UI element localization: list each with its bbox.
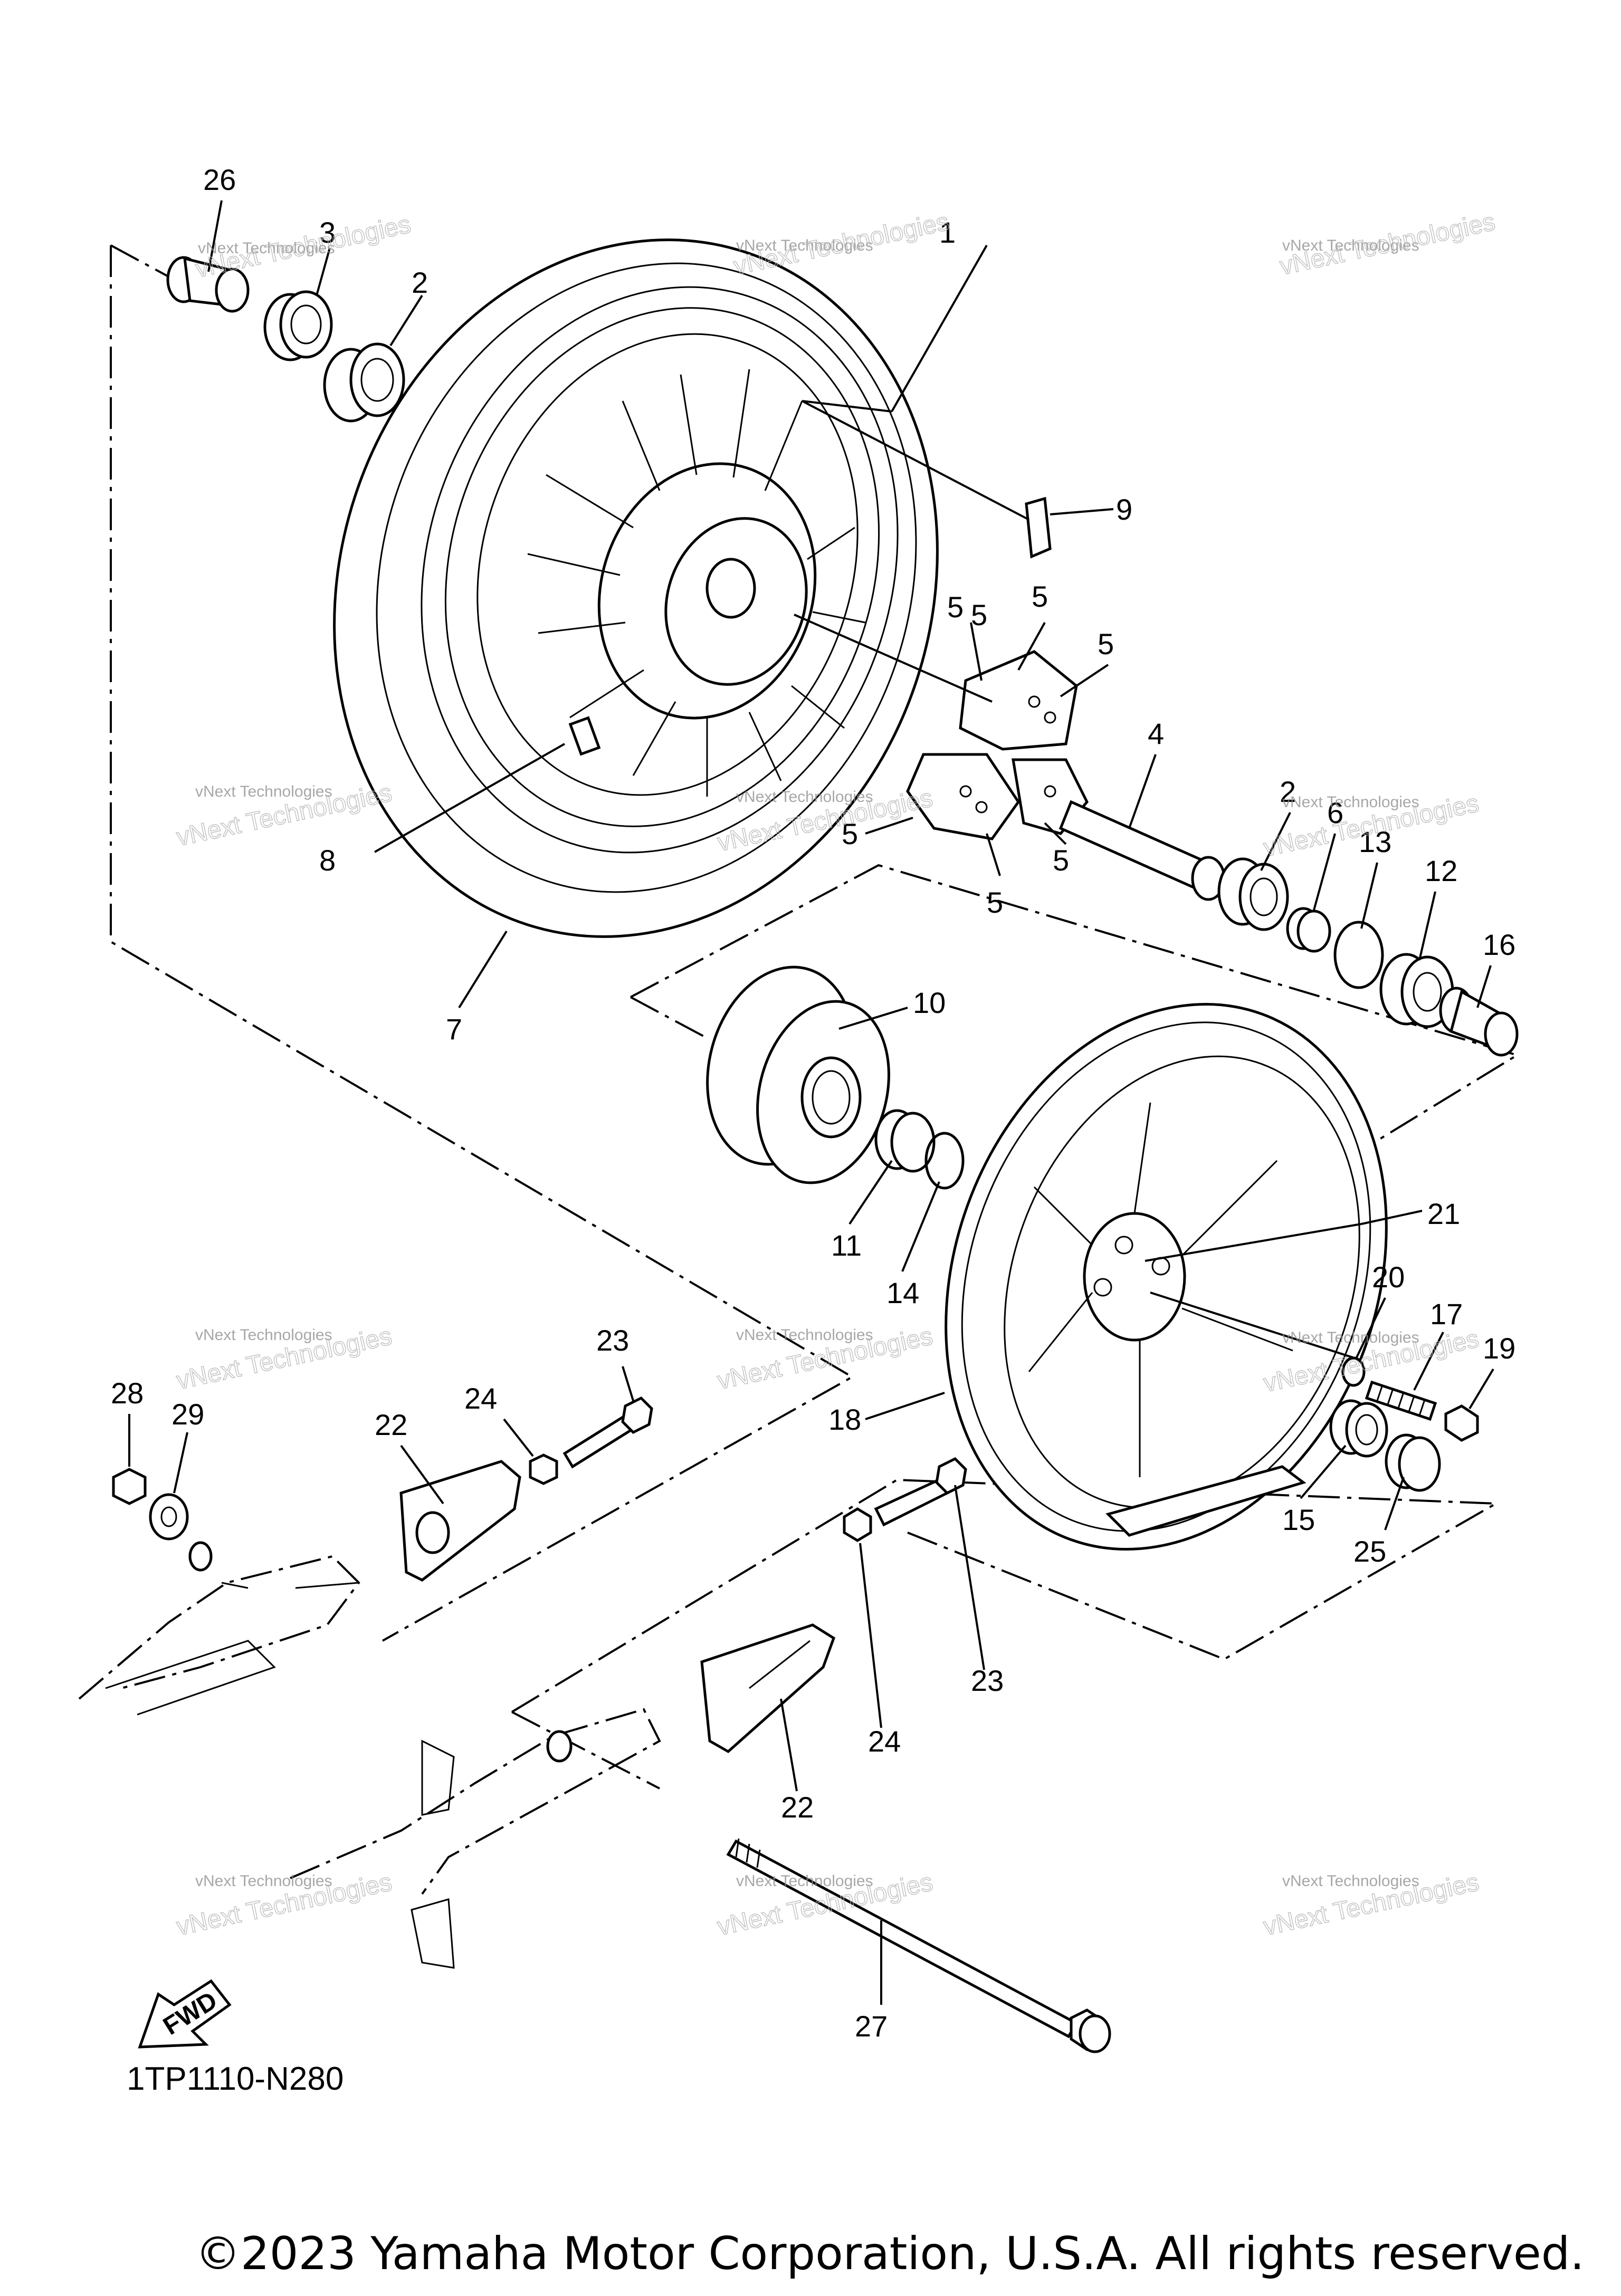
callout-8: 8 xyxy=(319,844,336,877)
callout-20: 20 xyxy=(1372,1260,1405,1294)
rear-wheel-assembly xyxy=(333,238,939,938)
axle-27 xyxy=(726,1838,1111,2053)
watermark-text: vNext Technologies xyxy=(198,240,335,257)
callout-2: 2 xyxy=(412,266,428,299)
bolt-23-left xyxy=(562,1396,653,1469)
watermark-12: vNext Technologies vNext Technologies xyxy=(1261,1868,1482,1941)
callout-10: 10 xyxy=(913,986,946,1019)
watermark-text: vNext Technologies xyxy=(1282,793,1419,811)
fwd-arrow: FWD xyxy=(138,1979,232,2049)
watermark-text: vNext Technologies xyxy=(1282,237,1419,254)
callout-25: 25 xyxy=(1353,1535,1386,1568)
adjuster-plate-22-left xyxy=(399,1460,521,1582)
watermark-8: vNext Technologies vNext Technologies xyxy=(714,1322,936,1395)
spacer-6 xyxy=(1286,907,1331,953)
oil-seal-3 xyxy=(263,290,333,361)
watermark-3: vNext Technologies vNext Technologies xyxy=(1277,207,1498,281)
callout-2: 2 xyxy=(1280,775,1296,808)
callout-26: 26 xyxy=(203,163,236,196)
collar-26 xyxy=(166,256,250,313)
callout-14: 14 xyxy=(886,1276,919,1309)
leader-lines xyxy=(128,200,1494,2005)
callout-13: 13 xyxy=(1359,825,1391,858)
callout-24: 24 xyxy=(464,1382,497,1415)
bearing-2-right xyxy=(1217,857,1289,931)
watermark-text: vNext Technologies xyxy=(736,788,873,806)
balance-weight-9 xyxy=(1025,496,1052,559)
callout-6: 6 xyxy=(1327,796,1343,829)
callout-28: 28 xyxy=(111,1376,144,1410)
callout-7: 7 xyxy=(446,1012,462,1046)
watermark-2: vNext Technologies vNext Technologies xyxy=(731,207,952,281)
diagram-code: 1TP1110-N280 xyxy=(127,2061,344,2097)
bolt-23-right xyxy=(874,1457,967,1527)
callout-5: 5 xyxy=(1053,844,1069,877)
watermark-text: vNext Technologies xyxy=(1282,1329,1419,1346)
watermark-text: vNext Technologies xyxy=(195,1326,332,1344)
collar-16 xyxy=(1439,987,1519,1057)
bearing-15 xyxy=(1329,1399,1388,1458)
callout-12: 12 xyxy=(1425,854,1457,887)
watermark-text: vNext Technologies xyxy=(736,1872,873,1890)
watermark-text: vNext Technologies xyxy=(736,1326,873,1344)
callout-21: 21 xyxy=(1427,1197,1460,1230)
swingarm-left xyxy=(78,1541,360,1716)
watermark-text: vNext Technologies xyxy=(1282,1872,1419,1890)
rear-pulley-18 xyxy=(945,1003,1388,1551)
callout-22: 22 xyxy=(375,1408,407,1441)
callout-3: 3 xyxy=(319,216,336,249)
callout-5: 5 xyxy=(1098,627,1114,661)
watermark-7: vNext Technologies vNext Technologies xyxy=(174,1322,395,1395)
bolt-17 xyxy=(1365,1380,1437,1421)
callout-5: 5 xyxy=(947,590,964,624)
washer-29 xyxy=(149,1493,189,1541)
swingarm-right xyxy=(290,1708,661,1969)
callout-5: 5 xyxy=(971,598,987,632)
callout-23: 23 xyxy=(971,1664,1004,1697)
callout-5: 5 xyxy=(1032,580,1048,613)
callout-11: 11 xyxy=(831,1229,862,1262)
nut-19 xyxy=(1444,1404,1479,1442)
callout-15: 15 xyxy=(1282,1503,1315,1536)
bearing-2-left xyxy=(323,342,405,423)
bearing-11 xyxy=(874,1109,936,1173)
callout-labels: 26 3 2 1 9 5 5 5 5 5 5 5 4 2 6 13 12 16 … xyxy=(111,163,1515,2043)
callout-22: 22 xyxy=(781,1791,814,1824)
callout-9: 9 xyxy=(1116,493,1132,526)
callout-16: 16 xyxy=(1483,928,1515,961)
circlip-13 xyxy=(1333,921,1384,989)
assembly-outlines xyxy=(110,244,1520,1790)
watermark-text: vNext Technologies xyxy=(736,237,873,254)
callout-5: 5 xyxy=(987,886,1003,919)
callout-19: 19 xyxy=(1483,1332,1515,1365)
nut-28 xyxy=(112,1468,147,1505)
callout-29: 29 xyxy=(171,1398,204,1431)
watermark-text: vNext Technologies xyxy=(195,1872,332,1890)
callout-27: 27 xyxy=(855,2010,888,2043)
nut-24-left xyxy=(529,1453,558,1485)
watermark-4: vNext Technologies vNext Technologies xyxy=(174,778,395,852)
watermark-10: vNext Technologies vNext Technologies xyxy=(174,1868,395,1941)
collar-4 xyxy=(1059,800,1226,901)
copyright-notice: ©2023 Yamaha Motor Corporation, U.S.A. A… xyxy=(195,2227,1585,2280)
callout-5: 5 xyxy=(842,817,858,850)
watermark-text: vNext Technologies xyxy=(195,783,332,800)
circlip-14 xyxy=(924,1132,965,1190)
adjuster-plate-22-right xyxy=(700,1623,836,1754)
callout-1: 1 xyxy=(939,216,956,249)
clutch-hub-10 xyxy=(706,965,890,1184)
callout-17: 17 xyxy=(1430,1297,1463,1331)
collar-25 xyxy=(1385,1433,1441,1492)
callout-4: 4 xyxy=(1148,717,1164,750)
watermark-1: vNext Technologies vNext Technologies xyxy=(193,210,414,284)
callout-18: 18 xyxy=(828,1403,861,1436)
callout-23: 23 xyxy=(596,1324,629,1357)
callout-24: 24 xyxy=(868,1725,901,1758)
nut-24-right xyxy=(843,1507,872,1542)
